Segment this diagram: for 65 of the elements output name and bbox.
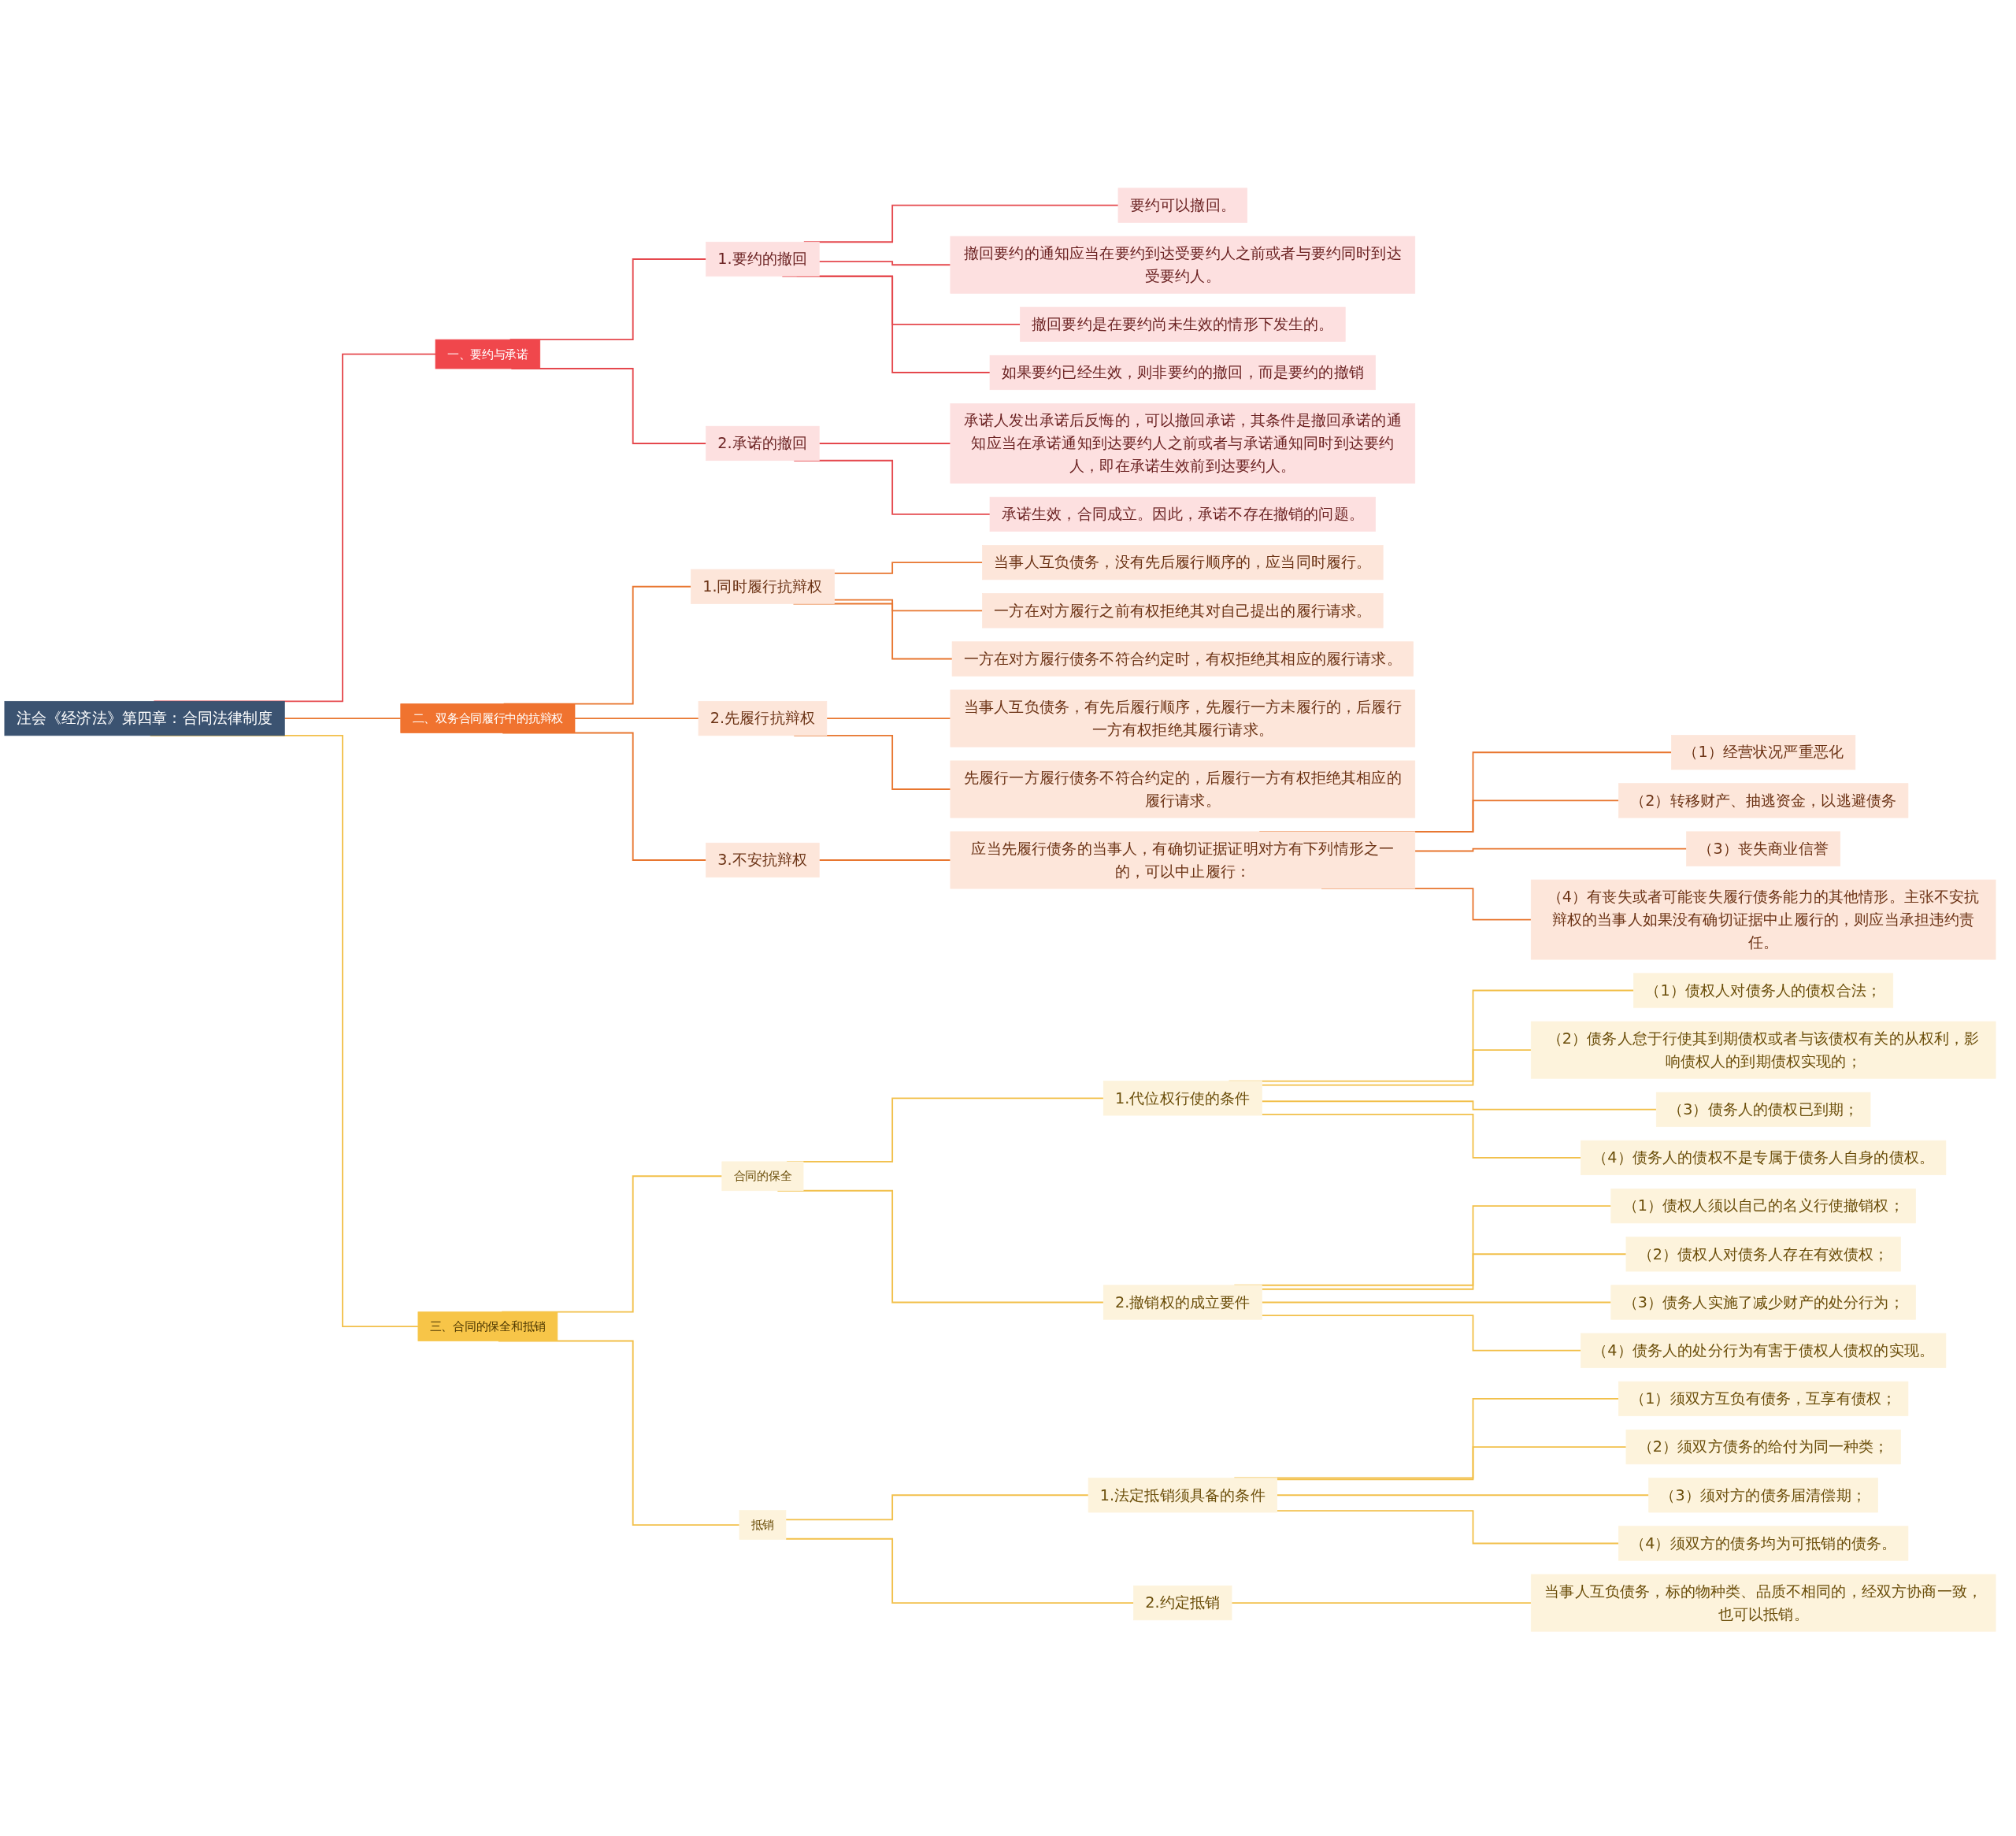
node-box: 2.先履行抗辩权 <box>698 700 828 736</box>
node-box: （4）须双方的债务均为可抵销的债务。 <box>1618 1526 1909 1561</box>
node-box: （1）债权人须以自己的名义行使撤销权； <box>1610 1188 1916 1224</box>
node-box: 1.法定抵销须具备的条件 <box>1088 1478 1277 1513</box>
node-box: 承诺生效，合同成立。因此，承诺不存在撤销的问题。 <box>989 496 1376 532</box>
connector <box>1231 1602 1532 1604</box>
node-box: 合同的保全 <box>721 1161 804 1192</box>
node-box: 一方在对方履行债务不符合约定时，有权拒绝其相应的履行请求。 <box>951 641 1414 677</box>
node-box: 1.代位权行使的条件 <box>1102 1081 1262 1116</box>
node-box: 撤回要约的通知应当在要约到达受要约人之前或者与要约同时到达受要约人。 <box>950 236 1416 294</box>
node-box: 二、双务合同履行中的抗辩权 <box>400 703 576 733</box>
connector <box>1276 1494 1650 1497</box>
connector <box>1261 1113 1582 1159</box>
node-box: 当事人互负债务，没有先后履行顺序的，应当同时履行。 <box>982 544 1384 580</box>
node-box: （4）债务人的处分行为有害于债权人债权的实现。 <box>1581 1333 1947 1368</box>
node-box: （2）债权人对债务人存在有效债权； <box>1625 1237 1901 1272</box>
node-box: （1）经营状况严重恶化 <box>1671 735 1856 770</box>
node-box: （2）债务人怠于行使其到期债权或者与该债权有关的从权利，影响债权人的到期债权实现的； <box>1530 1021 1996 1079</box>
node-box: 2.承诺的撤回 <box>706 425 820 462</box>
node-box: （4）有丧失或者可能丧失履行债务能力的其他情形。主张不安抗辩权的当事人如果没有确切证据中止履行的，则应当承担违约责任。 <box>1530 879 1996 960</box>
connector <box>1261 1100 1658 1111</box>
connector <box>574 718 699 719</box>
node-box: 应当先履行债务的当事人，有确切证据证明对方有下列情形之一的，可以中止履行： <box>950 831 1416 889</box>
node-box: （1）债权人对债务人的债权合法； <box>1633 973 1894 1008</box>
node-box: 抵销 <box>739 1510 787 1540</box>
connector <box>833 599 984 612</box>
node-box: （3）丧失商业信誉 <box>1686 831 1841 866</box>
connector <box>1261 1301 1612 1304</box>
node-box: （4）债务人的债权不是专属于债务人自身的债权。 <box>1581 1140 1947 1175</box>
node-box: 3.不安抗辩权 <box>706 842 820 878</box>
node-box: 三、合同的保全和抵销 <box>417 1311 558 1341</box>
node-box: 1.同时履行抗辩权 <box>691 569 835 604</box>
node-box: （3）债务人实施了减少财产的处分行为； <box>1610 1285 1916 1320</box>
connector <box>1261 1253 1627 1290</box>
node-box: 一、要约与承诺 <box>435 339 541 369</box>
connector <box>825 718 951 719</box>
node-box: 先履行一方履行债务不符合约定的，后履行一方有权拒绝其相应的履行请求。 <box>950 760 1416 818</box>
connector <box>1261 1315 1582 1352</box>
node-box: 撤回要约是在要约尚未生效的情形下发生的。 <box>1020 306 1346 342</box>
connector <box>818 859 951 861</box>
connector <box>1261 1049 1532 1086</box>
connector <box>785 1537 1135 1604</box>
node-box: 当事人互负债务，有先后履行顺序，先履行一方未履行的，后履行一方有权拒绝其履行请求。 <box>950 689 1416 747</box>
node-box: （2）须双方债务的给付为同一种类； <box>1625 1429 1901 1465</box>
connector <box>284 718 402 719</box>
node-box: 如果要约已经生效，则非要约的撤回，而是要约的撤销 <box>989 354 1376 391</box>
connector <box>833 562 984 574</box>
node-box: （2）转移财产、抽逃资金，以逃避债务 <box>1618 783 1909 818</box>
connector <box>1414 848 1688 852</box>
node-box: （1）须双方互负有债务，互享有债权； <box>1618 1381 1909 1416</box>
connector <box>1276 1510 1620 1545</box>
node-box: 一方在对方履行之前有权拒绝其对自己提出的履行请求。 <box>982 593 1384 629</box>
node-box: 承诺人发出承诺后反悔的，可以撤回承诺，其条件是撤回承诺的通知应当在承诺通知到达要约人之前或者与承诺通知同时到达要约人，即在承诺生效前到达要约人。 <box>950 403 1416 484</box>
node-box: 注会《经济法》第四章：合同法律制度 <box>4 700 285 736</box>
node-box: 当事人互负债务，标的物种类、品质不相同的，经双方协商一致，也可以抵销。 <box>1530 1574 1996 1632</box>
node-box: （3）须对方的债务届清偿期； <box>1648 1478 1878 1513</box>
connector <box>818 261 951 266</box>
node-box: 2.约定抵销 <box>1133 1585 1232 1621</box>
node-box: （3）债务人的债权已到期； <box>1655 1092 1871 1127</box>
connector <box>818 443 951 444</box>
connector <box>1276 1446 1627 1481</box>
connector <box>785 1494 1089 1521</box>
node-box: 1.要约的撤回 <box>706 241 820 277</box>
node-box: 2.撤销权的成立要件 <box>1102 1285 1262 1320</box>
node-box: 要约可以撤回。 <box>1117 187 1248 223</box>
